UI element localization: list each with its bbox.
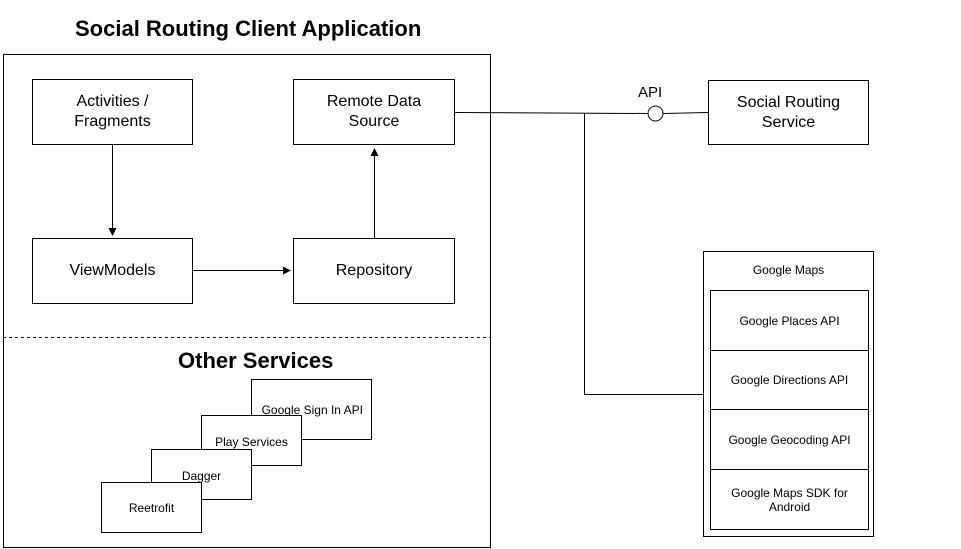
activities-label: Activities / Fragments: [74, 93, 151, 130]
line-remote-to-api: [454, 112, 649, 114]
client-app-title: Social Routing Client Application: [75, 16, 422, 41]
client-app-container: [3, 54, 491, 548]
service-card-retrofit[interactable]: Reetrofit: [101, 482, 202, 533]
maps-item-label: Google Places API: [739, 313, 840, 328]
google-maps-group: Google Maps Google Places API Google Dir…: [703, 251, 874, 537]
maps-item-label: Google Directions API: [730, 373, 849, 387]
service-label: Google Sign In API: [261, 403, 363, 417]
service-label: Play Services: [215, 435, 288, 449]
api-interface-circle: [647, 105, 664, 122]
activities-box[interactable]: Activities / Fragments: [32, 79, 193, 145]
viewmodels-label: ViewModels: [69, 262, 156, 279]
google-directions-api-box[interactable]: Google Directions API: [710, 350, 869, 410]
social-routing-service-box[interactable]: Social Routing Service: [708, 80, 869, 145]
google-places-api-box[interactable]: Google Places API: [710, 290, 869, 351]
remote-data-source-label: Remote Data Source: [326, 93, 422, 130]
repository-label: Repository: [335, 262, 413, 279]
other-services-title: Other Services: [178, 348, 334, 373]
google-maps-title: Google Maps: [752, 263, 825, 277]
service-label: Dagger: [181, 469, 222, 483]
service-label: Reetrofit: [128, 500, 175, 515]
viewmodels-box[interactable]: ViewModels: [32, 238, 193, 304]
api-label: API: [638, 84, 663, 101]
maps-item-label: Google Geocoding API: [728, 432, 851, 447]
maps-item-label: Google Maps SDK for Android: [731, 485, 848, 514]
social-routing-service-label: Social Routing Service: [736, 93, 841, 131]
google-geocoding-api-box[interactable]: Google Geocoding API: [710, 409, 869, 470]
repository-box[interactable]: Repository: [293, 238, 455, 304]
remote-data-source-box[interactable]: Remote Data Source: [293, 79, 455, 145]
google-maps-sdk-box[interactable]: Google Maps SDK for Android: [710, 469, 869, 530]
line-api-to-service: [662, 112, 709, 114]
